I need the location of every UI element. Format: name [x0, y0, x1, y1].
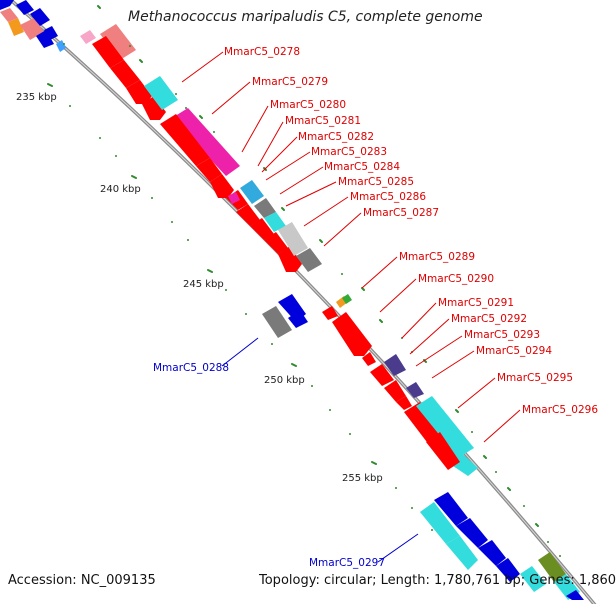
gene-label[interactable]: MmarC5_0294 [476, 345, 552, 357]
gene-feature[interactable] [110, 60, 140, 88]
gene-feature[interactable] [446, 536, 478, 570]
gene-feature[interactable] [80, 30, 96, 44]
gene-feature[interactable] [0, 8, 18, 22]
scale-label: 240 kbp [100, 184, 141, 195]
genome-map-canvas: 235 kbp 240 kbp 245 kbp 250 kbp 255 kbp [0, 0, 598, 604]
gene-feature[interactable] [384, 380, 406, 402]
accession-text: Accession: NC_009135 [8, 573, 156, 588]
gene-feature[interactable] [278, 246, 302, 272]
gene-label[interactable]: MmarC5_0279 [252, 76, 328, 88]
gene-feature-0288-gray[interactable] [262, 306, 292, 338]
gene-label[interactable]: MmarC5_0289 [399, 251, 475, 263]
gene-feature[interactable] [264, 232, 288, 254]
gene-feature[interactable] [160, 114, 210, 166]
scale-label: 250 kbp [264, 375, 305, 386]
gene-feature[interactable] [240, 180, 264, 204]
gene-feature[interactable] [296, 248, 322, 272]
gene-label[interactable]: MmarC5_0286 [350, 191, 426, 203]
gene-feature[interactable] [538, 552, 566, 582]
gene-label[interactable]: MmarC5_0290 [418, 273, 494, 285]
gene-label[interactable]: MmarC5_0293 [464, 329, 540, 341]
gene-feature-0278[interactable] [100, 24, 136, 60]
leader-lines [181, 51, 521, 443]
gene-feature[interactable] [478, 540, 506, 566]
gene-label[interactable]: MmarC5_0283 [311, 146, 387, 158]
gene-feature[interactable] [384, 354, 406, 376]
gene-feature-0279[interactable] [144, 76, 178, 110]
gene-feature[interactable] [496, 558, 520, 582]
leader-lines-blue [221, 337, 419, 563]
gene-feature[interactable] [92, 36, 124, 68]
gene-feature[interactable] [456, 518, 488, 548]
gene-label[interactable]: MmarC5_0295 [497, 372, 573, 384]
gene-labels: MmarC5_0278 MmarC5_0279 MmarC5_0280 Mmar… [224, 46, 598, 416]
feature-0288[interactable] [262, 294, 308, 338]
scale-labels: 235 kbp 240 kbp 245 kbp 250 kbp 255 kbp [16, 92, 383, 484]
gene-feature[interactable] [210, 174, 234, 198]
gene-feature[interactable] [0, 0, 14, 10]
gene-feature[interactable] [520, 566, 546, 592]
gene-label[interactable]: MmarC5_0282 [298, 131, 374, 143]
gene-label[interactable]: MmarC5_0288 [153, 362, 229, 374]
gene-feature[interactable] [126, 80, 152, 104]
gene-feature[interactable] [16, 0, 34, 15]
gene-feature[interactable] [36, 30, 54, 48]
gene-feature[interactable] [434, 492, 468, 526]
gene-feature[interactable] [426, 432, 460, 470]
gene-feature[interactable] [44, 26, 58, 40]
gene-label[interactable]: MmarC5_0292 [451, 313, 527, 325]
scale-label: 235 kbp [16, 92, 57, 103]
gene-label[interactable]: MmarC5_0291 [438, 297, 514, 309]
gene-feature[interactable] [30, 8, 50, 26]
gene-feature[interactable] [566, 590, 584, 600]
chromosome-backbone-highlight [9, 0, 595, 604]
gene-feature[interactable] [416, 396, 474, 458]
gene-feature[interactable] [264, 212, 286, 232]
gene-feature[interactable] [342, 294, 352, 304]
gene-feature[interactable] [20, 18, 44, 40]
gene-label[interactable]: MmarC5_0296 [522, 404, 598, 416]
gene-feature[interactable] [420, 502, 460, 544]
gene-label[interactable]: MmarC5_0287 [363, 207, 439, 219]
gene-label[interactable]: MmarC5_0284 [324, 161, 400, 173]
gene-feature[interactable] [56, 40, 66, 52]
gene-label[interactable]: MmarC5_0278 [224, 46, 300, 58]
gene-feature[interactable] [370, 364, 394, 386]
gene-feature[interactable] [396, 396, 412, 410]
gene-label[interactable]: MmarC5_0281 [285, 115, 361, 127]
gene-feature[interactable] [142, 96, 166, 120]
gene-feature[interactable] [236, 204, 260, 226]
gene-feature[interactable] [196, 158, 222, 182]
gene-feature[interactable] [406, 382, 424, 398]
topology-text: Topology: circular; Length: 1,780,761 bp… [259, 573, 616, 588]
scale-dots [63, 43, 561, 557]
scale-label: 255 kbp [342, 473, 383, 484]
gene-feature[interactable] [250, 218, 274, 240]
gene-label[interactable]: MmarC5_0297 [309, 557, 385, 569]
gene-feature-0288-blue2[interactable] [288, 310, 308, 328]
map-title: Methanococcus maripaludis C5, complete g… [128, 9, 483, 25]
inner-features [92, 24, 584, 600]
gene-feature[interactable] [254, 198, 276, 218]
gene-feature-0289[interactable] [322, 306, 338, 320]
gene-feature[interactable] [362, 352, 376, 366]
gene-label[interactable]: MmarC5_0280 [270, 99, 346, 111]
gene-label[interactable]: MmarC5_0285 [338, 176, 414, 188]
gene-feature[interactable] [228, 192, 240, 204]
gene-feature[interactable] [278, 222, 308, 256]
feature-group-top-left [0, 0, 96, 52]
gene-feature[interactable] [332, 312, 372, 356]
gene-feature-0280[interactable] [172, 108, 240, 176]
gene-labels-blue: MmarC5_0288 MmarC5_0297 [153, 362, 385, 569]
gene-feature[interactable] [8, 18, 24, 36]
scale-label: 245 kbp [183, 279, 224, 290]
